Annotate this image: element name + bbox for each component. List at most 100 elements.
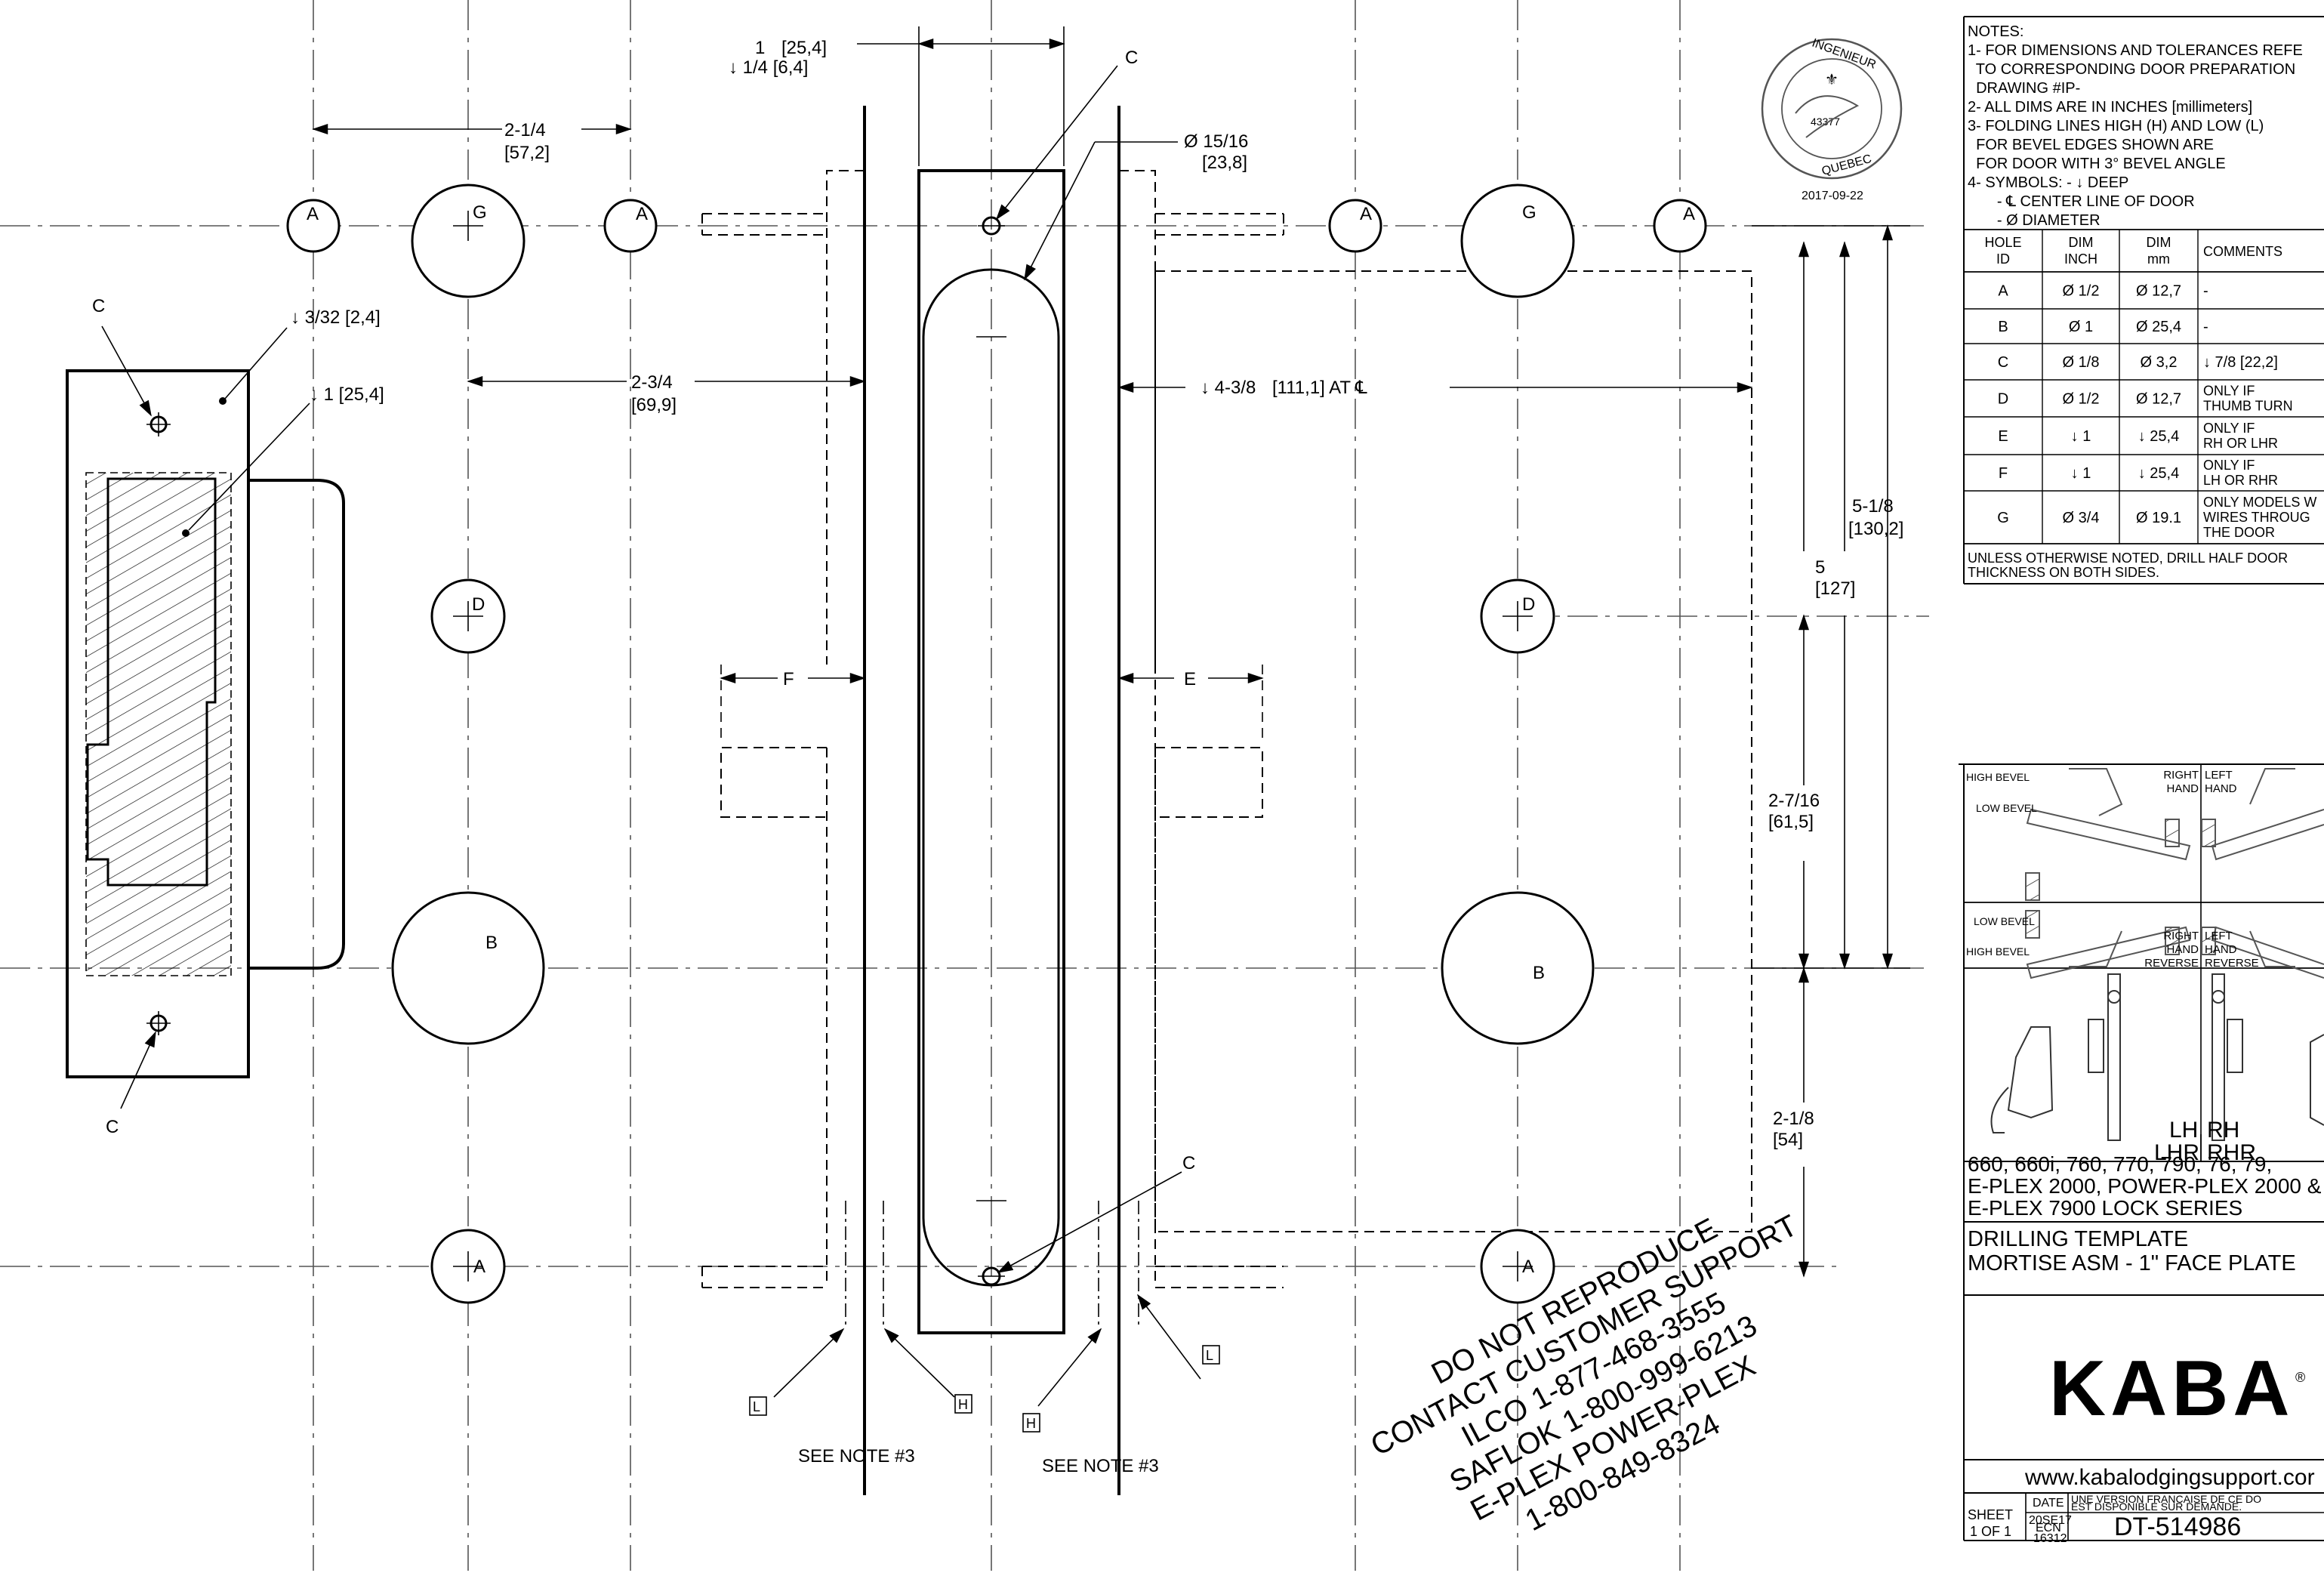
edge-view — [701, 26, 1753, 1495]
dim-25-4: [25,4] — [781, 38, 827, 58]
note-line: NOTES: — [1968, 23, 2023, 40]
sheet-label: SHEET — [1968, 1507, 2013, 1522]
table-cell-inch: Ø 1/2 — [2063, 283, 2100, 300]
hole-a-label: A — [636, 204, 648, 224]
left-holes: A G A D B A — [286, 184, 658, 1304]
table-cell-id: F — [1999, 465, 2008, 482]
table-cell-comment: ONLY IF — [2203, 458, 2255, 473]
hole-a-label-right2: A — [1683, 204, 1695, 224]
left-hand-label: HAND — [2205, 782, 2237, 795]
face-plate-outline — [66, 369, 250, 1078]
dim-130-2: [130,2] — [1848, 519, 1903, 539]
handing-rh: RH — [2207, 1118, 2239, 1143]
dim-2-3-4: 2-3/4 — [631, 372, 673, 393]
website: www.kabalodgingsupport.cor — [2024, 1465, 2315, 1490]
stamp-date: 2017-09-22 — [1802, 190, 1863, 202]
label-c-top: C — [1125, 48, 1138, 68]
ecn-value: 16312 — [2033, 1532, 2067, 1545]
left-hand-reverse-label: HAND — [2205, 943, 2237, 956]
table-cell-comment: ONLY MODELS W — [2203, 495, 2316, 510]
dim-54: [54] — [1773, 1130, 1803, 1150]
table-cell-comment: THUMB TURN — [2203, 399, 2293, 414]
note-line: FOR DOOR WITH 3° BEVEL ANGLE — [1968, 156, 2226, 172]
hole-d-label: D — [472, 594, 485, 615]
table-cell-inch: ↓ 1 — [2071, 428, 2091, 445]
note-line: FOR BEVEL EDGES SHOWN ARE — [1968, 137, 2214, 153]
hole-g-label-right: G — [1522, 202, 1536, 223]
registered-mark: ® — [2295, 1370, 2305, 1385]
table-cell-mm: ↓ 25,4 — [2138, 465, 2179, 482]
table-cell-inch: Ø 3/4 — [2063, 510, 2100, 526]
note-line: 2- ALL DIMS ARE IN INCHES [millimeters] — [1968, 99, 2252, 116]
table-cell-mm: Ø 12,7 — [2136, 391, 2181, 408]
lock-case-outline — [86, 477, 217, 887]
depth-1: ↓ 1 [25,4] — [310, 384, 384, 405]
hole-table — [1964, 229, 2324, 544]
note-line: - Ø DIAMETER — [1968, 212, 2101, 229]
note-line: 4- SYMBOLS: - ↓ DEEP — [1968, 174, 2128, 191]
lock-series: E-PLEX 2000, POWER-PLEX 2000 & — [1968, 1174, 2322, 1198]
table-header: COMMENTS — [2203, 244, 2282, 259]
dim-61-5: [61,5] — [1768, 812, 1814, 832]
hole-g-label: G — [473, 202, 487, 223]
depth-3-32: ↓ 3/32 [2,4] — [291, 307, 381, 328]
drawing-number: DT-514986 — [2114, 1513, 2241, 1541]
table-cell-mm: Ø 25,4 — [2136, 319, 2181, 335]
note-line: 3- FOLDING LINES HIGH (H) AND LOW (L) — [1968, 118, 2264, 134]
dim-1: 1 — [755, 38, 765, 58]
table-cell-id: D — [1998, 391, 2008, 408]
right-hand-reverse-label: HAND — [2166, 943, 2199, 956]
low-bevel-bottom: LOW BEVEL — [1974, 915, 2035, 927]
table-cell-id: B — [1998, 319, 2008, 335]
note-line: DRAWING #IP- — [1968, 80, 2080, 97]
notes-block — [1963, 16, 2324, 584]
hole-a-label-right: A — [1360, 204, 1372, 224]
table-footer: THICKNESS ON BOTH SIDES. — [1968, 565, 2159, 580]
table-cell-mm: ↓ 25,4 — [2138, 428, 2179, 445]
stamp-top-text: INGENIEUR — [1810, 36, 1877, 71]
table-cell-comment: WIRES THROUG — [2203, 510, 2310, 525]
table-cell-comment: ↓ 7/8 [22,2] — [2203, 354, 2278, 371]
table-cell-mm: Ø 3,2 — [2141, 354, 2178, 371]
depth-1-4: ↓ 1/4 [6,4] — [729, 57, 808, 78]
table-cell-mm: Ø 19.1 — [2136, 510, 2181, 526]
drawing-title: DRILLING TEMPLATE — [1968, 1227, 2188, 1251]
svg-text:⚜: ⚜ — [1825, 72, 1839, 88]
dia-15-16: Ø 15/16 — [1184, 131, 1248, 152]
handing-rhr: RHR — [2207, 1140, 2256, 1165]
dim-5: 5 — [1815, 557, 1825, 578]
handing-lhr: LHR — [2154, 1140, 2199, 1165]
table-cell-mm: Ø 12,7 — [2136, 283, 2181, 300]
label-c-left-bottom: C — [106, 1117, 119, 1137]
label-h-right: H — [1026, 1416, 1036, 1431]
note-line: - ℄ CENTER LINE OF DOOR — [1968, 193, 2195, 210]
table-cell-id: G — [1997, 510, 2009, 526]
right-hand-reverse-label: REVERSE — [2144, 957, 2199, 970]
depth-4-3-8: ↓ 4-3/8 — [1201, 378, 1256, 398]
table-header: ID — [1996, 251, 2010, 267]
date-value: 20SE17 — [2029, 1514, 2072, 1527]
dim-127: [127] — [1815, 578, 1855, 599]
left-hand-label: LEFT — [2205, 769, 2233, 782]
table-footer: UNLESS OTHERWISE NOTED, DRILL HALF DOOR — [1968, 551, 2288, 566]
dim-23-8: [23,8] — [1202, 153, 1247, 173]
label-l-left: L — [753, 1399, 760, 1414]
note-line: 1- FOR DIMENSIONS AND TOLERANCES REFE — [1968, 42, 2303, 59]
see-note-3-left: SEE NOTE #3 — [798, 1446, 915, 1467]
label-c-left-top: C — [92, 296, 105, 316]
dim-111-1: [111,1] AT ℄ — [1272, 378, 1367, 398]
left-hand-reverse-label: LEFT — [2205, 930, 2233, 942]
drawing-title: MORTISE ASM - 1" FACE PLATE — [1968, 1251, 2296, 1275]
dim-2-1-4: 2-1/4 — [504, 120, 546, 140]
note-line: TO CORRESPONDING DOOR PREPARATION — [1968, 61, 2295, 78]
sheet-number: 1 OF 1 — [1970, 1524, 2011, 1539]
table-cell-comment: - — [2203, 283, 2208, 300]
table-cell-id: A — [1998, 283, 2008, 300]
label-c-bottom: C — [1182, 1153, 1195, 1174]
right-hand-label: HAND — [2166, 782, 2199, 795]
label-e: E — [1184, 669, 1196, 689]
right-view — [1154, 184, 1910, 1304]
dim-57-2: [57,2] — [504, 143, 550, 163]
